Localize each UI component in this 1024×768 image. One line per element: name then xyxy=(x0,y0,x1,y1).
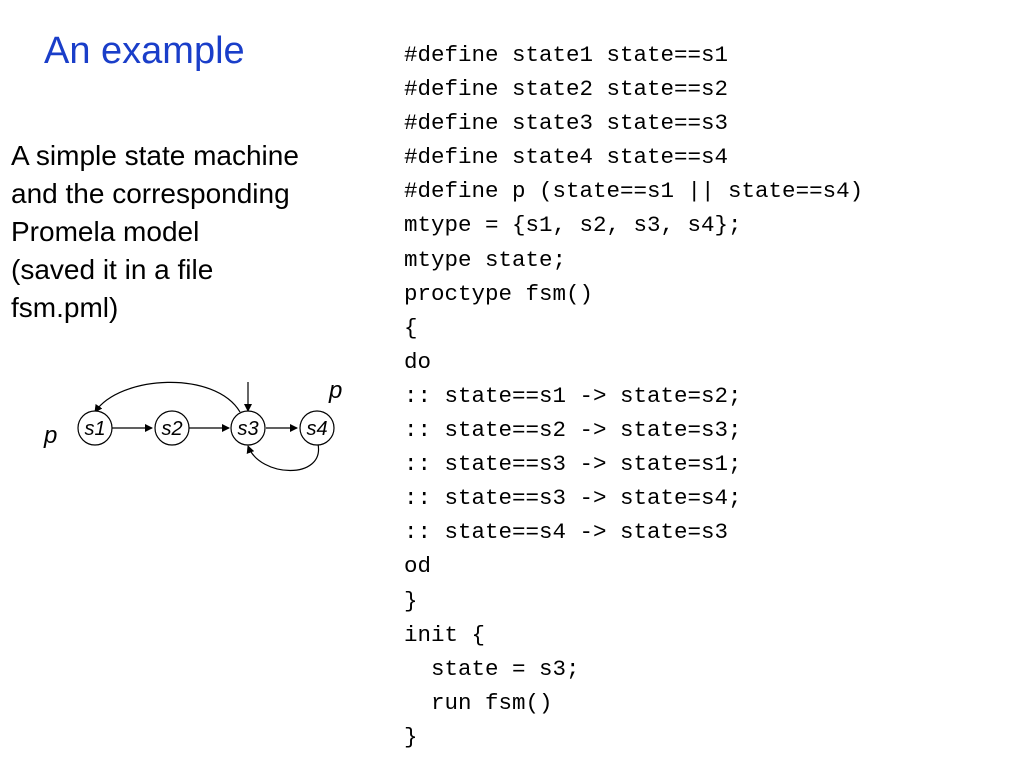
description-line: fsm.pml) xyxy=(11,292,119,323)
code-line: mtype = {s1, s2, s3, s4}; xyxy=(404,212,742,239)
slide-title: An example xyxy=(44,30,245,72)
code-line: :: state==s2 -> state=s3; xyxy=(404,417,742,444)
label-p-left: p xyxy=(43,422,57,449)
state-label: s4 xyxy=(306,418,327,440)
code-line: #define p (state==s1 || state==s4) xyxy=(404,178,864,205)
description-line: and the corresponding xyxy=(11,178,290,209)
state-s2: s2 xyxy=(154,410,190,446)
code-line: do xyxy=(404,348,432,375)
transition-s4-s3 xyxy=(246,443,319,472)
transition-s3-s1 xyxy=(94,381,241,413)
code-line: mtype state; xyxy=(404,246,567,273)
state-label: s2 xyxy=(161,418,182,440)
state-label: s1 xyxy=(84,418,105,440)
state-s3: s3 xyxy=(230,410,266,446)
code-line: :: state==s3 -> state=s4; xyxy=(404,485,742,512)
code-line: proctype fsm() xyxy=(404,280,594,307)
state-s1: s1 xyxy=(77,410,113,446)
state-label: s3 xyxy=(237,418,258,440)
code-line: run fsm() xyxy=(404,689,553,716)
code-line: init { xyxy=(404,621,486,648)
code-line: od xyxy=(404,553,432,580)
code-line: :: state==s1 -> state=s2; xyxy=(404,382,742,409)
code-line: } xyxy=(404,723,418,750)
description-line: (saved it in a file xyxy=(11,254,214,285)
code-line: #define state3 state==s3 xyxy=(404,110,729,137)
code-line: #define state2 state==s2 xyxy=(404,76,729,103)
code-line: #define state4 state==s4 xyxy=(404,144,729,171)
description-text: A simple state machine and the correspon… xyxy=(11,137,371,327)
label-p-top: p xyxy=(328,377,342,404)
description-line: Promela model xyxy=(11,216,200,247)
promela-code: #define state1 state==s1 #define state2 s… xyxy=(404,38,863,754)
code-line: state = s3; xyxy=(404,655,580,682)
description-line: A simple state machine xyxy=(11,140,299,171)
code-line: :: state==s3 -> state=s1; xyxy=(404,451,742,478)
state-machine-diagram: s1 s2 s3 s4 p p xyxy=(43,377,342,472)
state-s4: s4 xyxy=(299,410,335,446)
code-line: { xyxy=(404,314,418,341)
code-line: #define state1 state==s1 xyxy=(404,42,729,68)
code-line: :: state==s4 -> state=s3 xyxy=(404,519,729,546)
code-line: } xyxy=(404,587,418,614)
